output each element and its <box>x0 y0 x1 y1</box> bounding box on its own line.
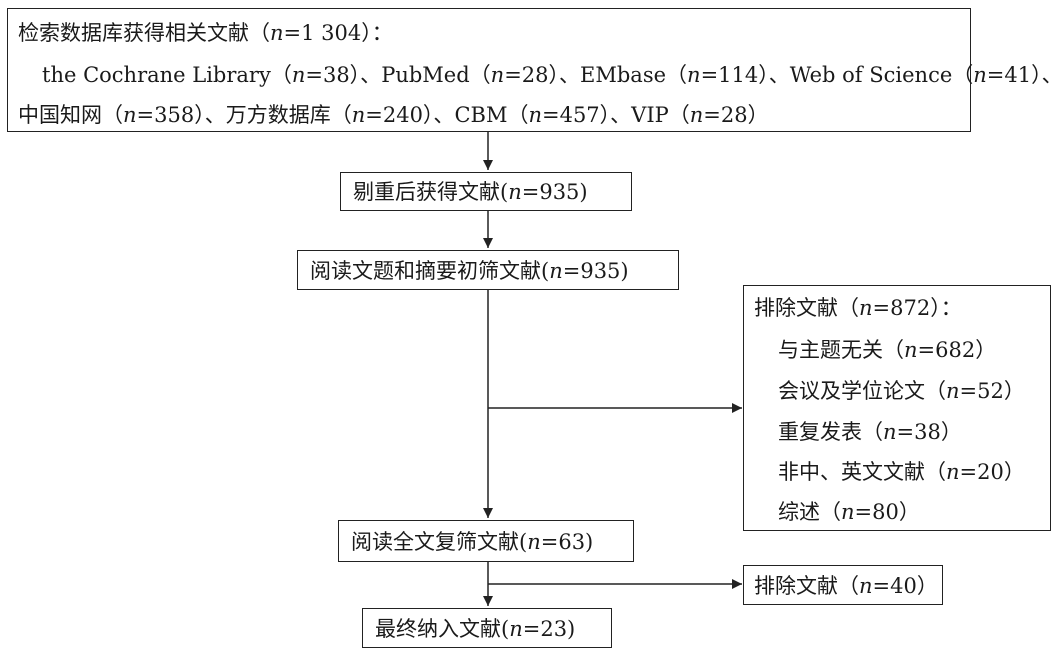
exclusion-reason-duplicate: 重复发表（n=38） <box>778 420 962 444</box>
dedup-box: 剔重后获得文献(n=935) <box>340 172 632 211</box>
search-line-3: 中国知网（n=358）、万方数据库（n=240）、CBM（n=457）、VIP（… <box>18 105 769 126</box>
exclusion-box-1: 排除文献（n=872）： 与主题无关（n=682） 会议及学位论文（n=52） … <box>743 285 1051 531</box>
exclusion-reason-language: 非中、英文文献（n=20） <box>778 460 1025 484</box>
source-cbm: CBM（n=457）、 <box>454 103 632 127</box>
full-text-screen-box: 阅读全文复筛文献(n=63) <box>338 520 634 562</box>
source-cochrane: the Cochrane Library（n=38）、 <box>42 63 382 87</box>
exclusion-2-text: 排除文献（n=40） <box>754 574 938 598</box>
exclusion-reason-conference: 会议及学位论文（n=52） <box>778 379 1025 403</box>
source-cnki: 中国知网（n=358）、 <box>18 103 226 127</box>
dedup-text: 剔重后获得文献(n=935) <box>353 180 588 204</box>
source-pubmed: PubMed（n=28）、 <box>381 63 581 87</box>
exclusion-1-title: 排除文献（n=872）： <box>754 296 962 320</box>
exclusion-reason-review: 综述（n=80） <box>778 500 920 524</box>
search-results-box: 检索数据库获得相关文献（n=1 304）： the Cochrane Libra… <box>7 8 1059 132</box>
source-wanfang: 万方数据库（n=240）、 <box>225 103 455 127</box>
title-abstract-screen-box: 阅读文题和摘要初筛文献(n=935) <box>297 250 679 290</box>
exclusion-reason-irrelevant: 与主题无关（n=682） <box>778 338 997 362</box>
screen2-text: 阅读全文复筛文献(n=63) <box>351 530 594 554</box>
final-included-box: 最终纳入文献(n=23) <box>362 608 612 648</box>
exclusion-box-2: 排除文献（n=40） <box>743 565 943 605</box>
source-embase: EMbase（n=114）、 <box>580 63 790 87</box>
screen1-text: 阅读文题和摘要初筛文献(n=935) <box>310 259 629 283</box>
search-line-1: 检索数据库获得相关文献（n=1 304）： <box>18 21 393 45</box>
source-wos: Web of Science（n=41）、 <box>789 63 1059 87</box>
source-vip: VIP（n=28） <box>631 103 769 127</box>
final-text: 最终纳入文献(n=23) <box>375 617 576 641</box>
search-line-2: the Cochrane Library（n=38）、PubMed（n=28）、… <box>42 65 1059 86</box>
